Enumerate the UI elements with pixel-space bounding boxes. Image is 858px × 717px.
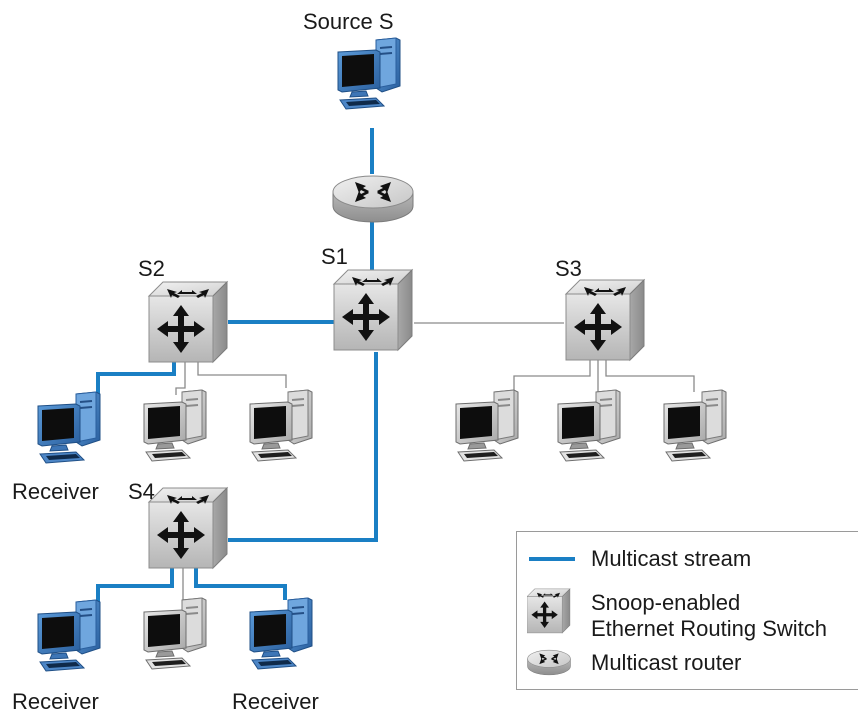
multicast-router-icon: [332, 175, 414, 223]
pc-icon: [249, 389, 313, 462]
switch-s1-label: S1: [321, 244, 348, 269]
receiver-pc-icon: [249, 597, 313, 670]
legend-switch-line2: Ethernet Routing Switch: [591, 616, 828, 641]
switch-s1-icon: [333, 269, 413, 351]
legend: Multicast stream Snoop-enabled Ethernet …: [516, 531, 858, 690]
receiver-label: Receiver: [12, 689, 99, 714]
multicast-stream-links: [96, 128, 378, 604]
pc-icon: [663, 389, 727, 462]
legend-multicast-stream: Multicast stream: [591, 546, 752, 571]
switch-s4-icon: [148, 487, 228, 569]
receiver-label: Receiver: [12, 479, 99, 504]
receiver-pc-icon: [37, 391, 101, 464]
pc-icon: [143, 389, 207, 462]
source-pc-icon: [337, 37, 401, 110]
switch-s3-label: S3: [555, 256, 582, 281]
pc-icon: [557, 389, 621, 462]
pc-icon: [455, 389, 519, 462]
legend-switch-line1: Snoop-enabled: [591, 590, 741, 615]
pc-icon: [143, 597, 207, 670]
legend-multicast-router: Multicast router: [591, 650, 742, 675]
legend-router-icon: [527, 649, 571, 676]
source-label: Source S: [303, 9, 394, 34]
legend-stream-swatch: [529, 557, 575, 561]
switch-s2-icon: [148, 281, 228, 363]
legend-switch-icon: [527, 588, 571, 634]
switch-s4-label: S4: [128, 479, 155, 504]
receiver-label: Receiver: [232, 689, 319, 714]
switch-s2-label: S2: [138, 256, 165, 281]
receiver-pc-icon: [37, 599, 101, 672]
switch-s3-icon: [565, 279, 645, 361]
plain-links: [175, 322, 695, 600]
